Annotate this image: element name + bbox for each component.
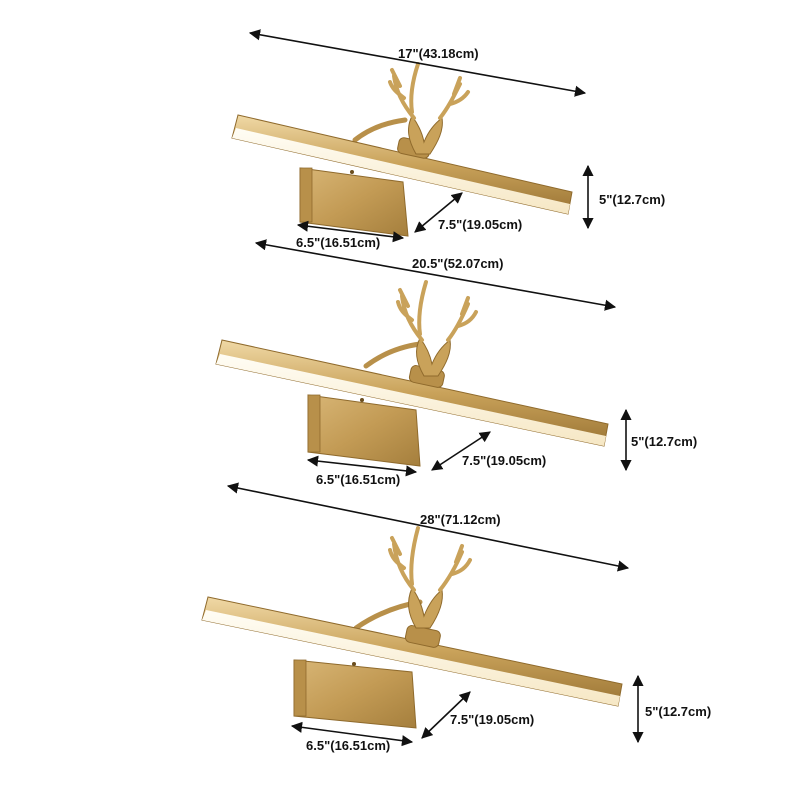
lamp-2-backplate-label: 6.5"(16.51cm) xyxy=(316,472,400,487)
lamp-1-backplate-label: 6.5"(16.51cm) xyxy=(296,235,380,250)
lamp-2-backplate-arrow xyxy=(306,455,418,477)
lamp-1-backplate xyxy=(299,167,409,237)
lamp-3-height-label: 5"(12.7cm) xyxy=(645,704,711,719)
lamp-2 xyxy=(215,280,609,467)
lamp-2-arm xyxy=(363,341,423,369)
lamp-2-projection-arrow xyxy=(431,431,491,471)
lamp-1-height-label: 5"(12.7cm) xyxy=(599,192,665,207)
dimension-labels: 17"(43.18cm) 5"(12.7cm) 7.5"(19.05cm) 6.… xyxy=(296,46,711,753)
lamp-2-width-arrow xyxy=(254,239,617,311)
lamp-1-width-label: 17"(43.18cm) xyxy=(398,46,479,61)
lamp-3-projection-label: 7.5"(19.05cm) xyxy=(450,712,534,727)
lamp-3-deer-head-icon xyxy=(388,526,472,629)
lamp-1 xyxy=(231,62,573,237)
lamp-3-light-bar xyxy=(201,596,623,707)
lamp-2-deer-head-icon xyxy=(396,280,478,377)
lamp-3 xyxy=(201,526,623,729)
lamp-1-projection-label: 7.5"(19.05cm) xyxy=(438,217,522,232)
lamp-3-width-label: 28"(71.12cm) xyxy=(420,512,501,527)
lamp-2-light-bar xyxy=(215,339,609,447)
lamp-1-width-arrow xyxy=(248,29,587,97)
dimension-arrows xyxy=(226,29,644,747)
lamp-1-projection-arrow xyxy=(414,192,463,233)
lamp-3-width-arrow xyxy=(226,482,630,572)
lamp-2-width-label: 20.5"(52.07cm) xyxy=(412,256,503,271)
lamp-3-backplate-arrow xyxy=(290,721,414,747)
lamp-2-backplate xyxy=(307,394,421,467)
lamp-3-backplate xyxy=(293,659,417,729)
lamp-2-height-label: 5"(12.7cm) xyxy=(631,434,697,449)
lamp-1-arm xyxy=(352,117,408,143)
lamp-2-projection-label: 7.5"(19.05cm) xyxy=(462,453,546,468)
lamp-3-projection-arrow xyxy=(421,691,471,739)
lamp-1-backplate-arrow xyxy=(296,220,405,243)
lamp-3-backplate-label: 6.5"(16.51cm) xyxy=(306,738,390,753)
lamp-1-light-bar xyxy=(231,114,573,215)
